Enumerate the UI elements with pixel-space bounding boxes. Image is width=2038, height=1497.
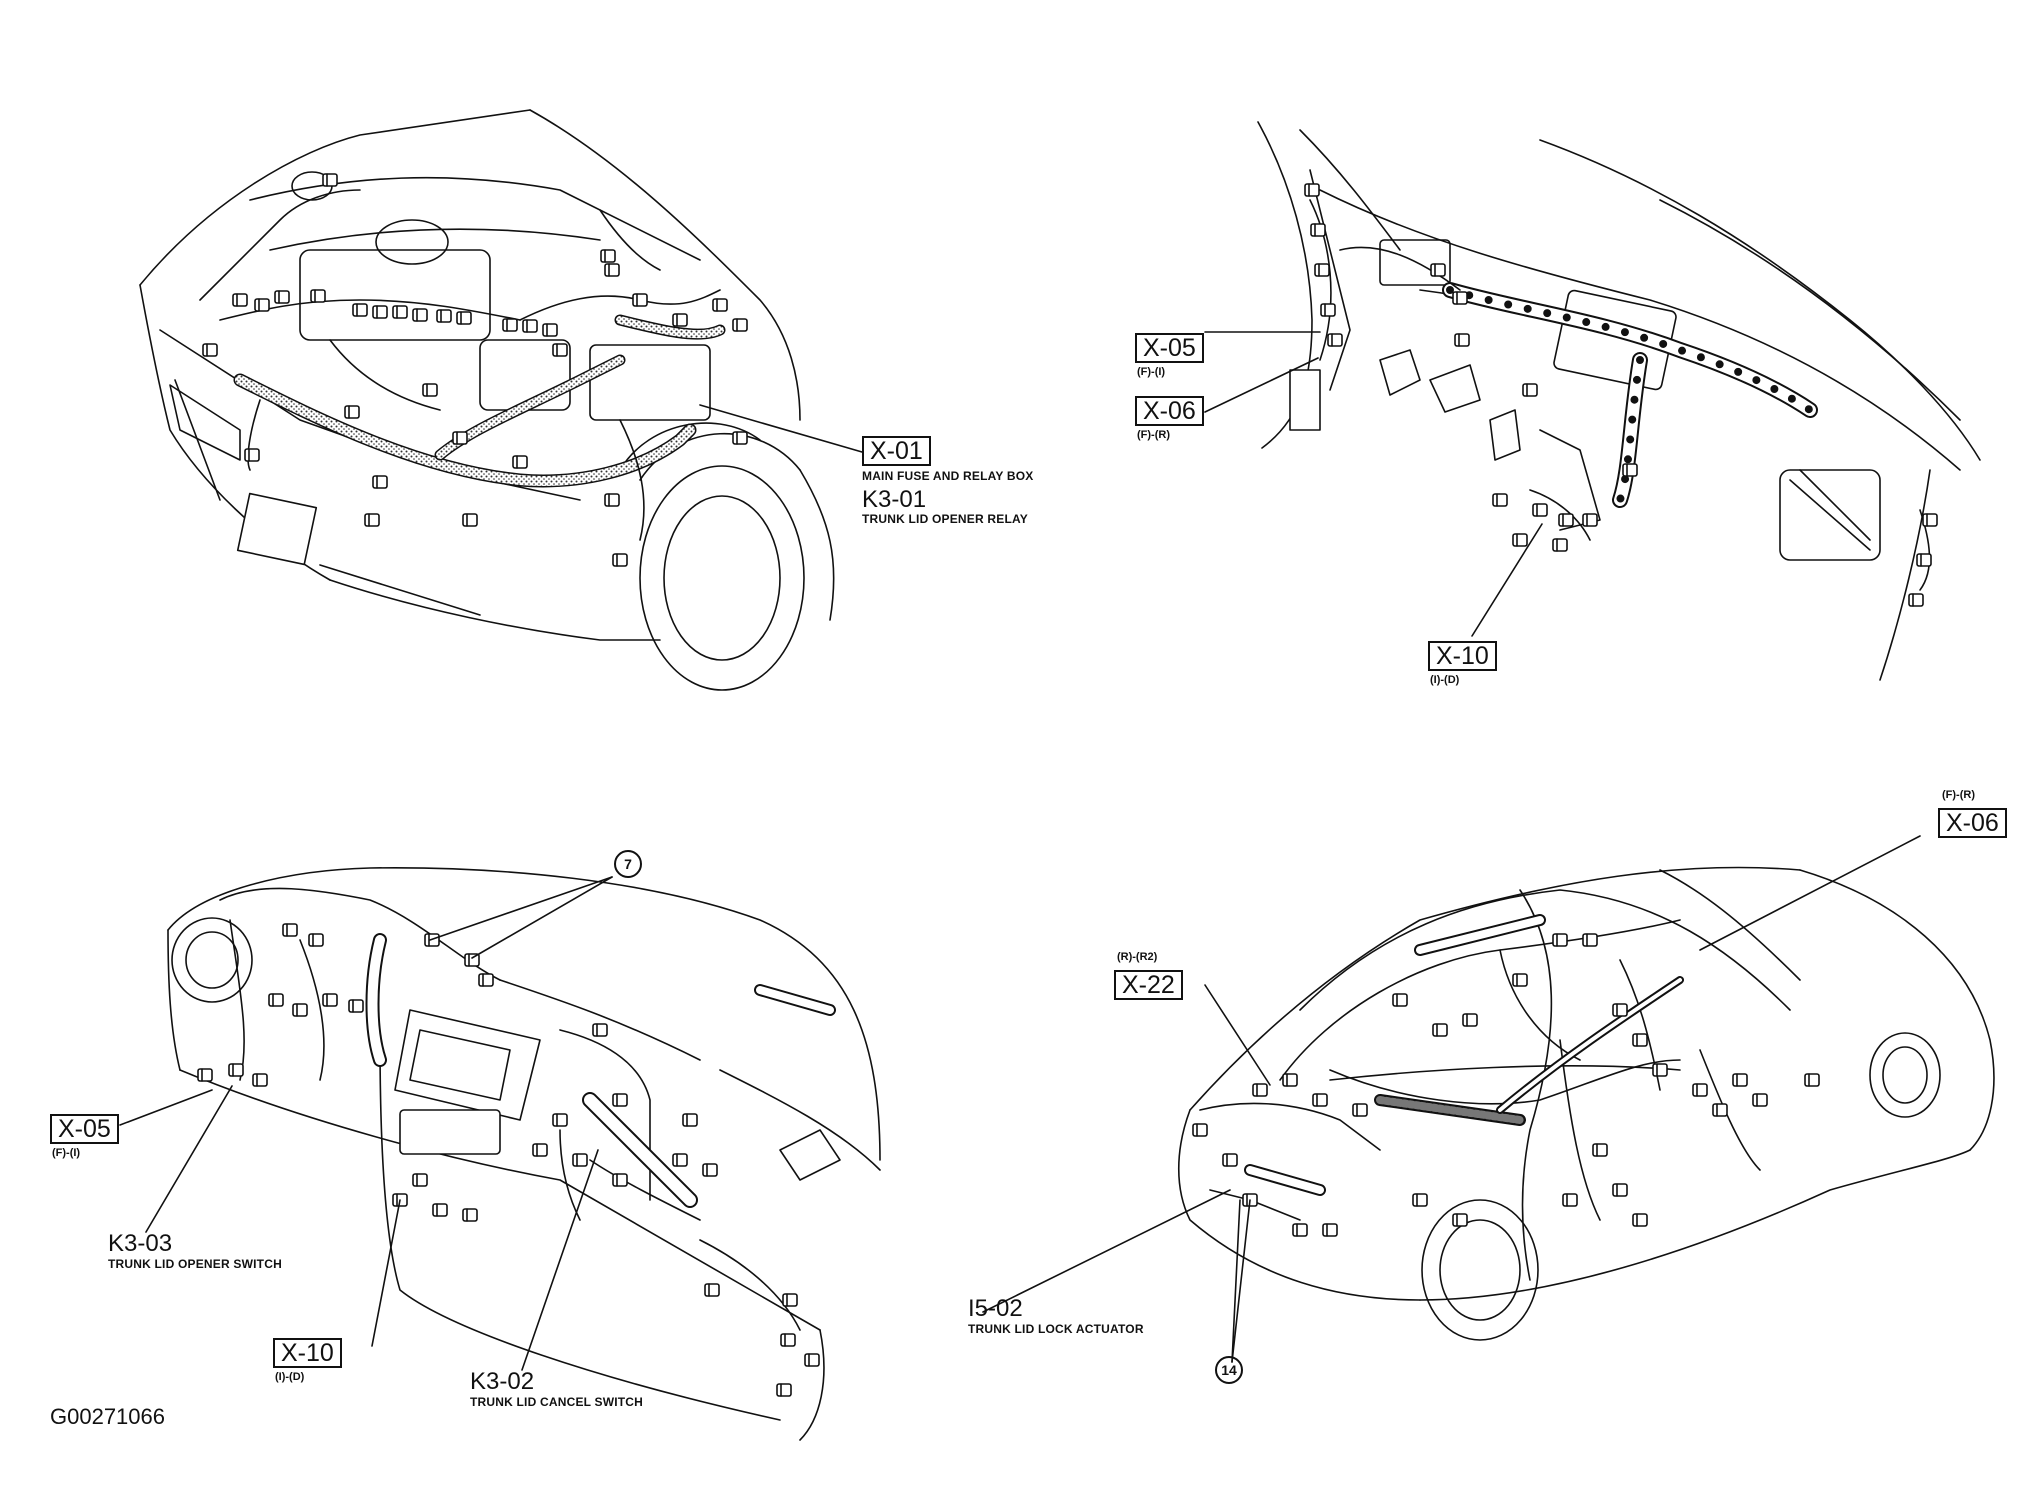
x01-caption: MAIN FUSE AND RELAY BOX — [862, 469, 1034, 483]
k303-caption: TRUNK LID OPENER SWITCH — [108, 1257, 282, 1271]
x05-callout-top: X-05 — [1135, 333, 1204, 363]
engine-bay-drawing — [140, 110, 862, 690]
rear-car-drawing — [983, 836, 1994, 1362]
i502-code: I5-02 — [968, 1295, 1023, 1322]
x06-callout-rear: X-06 — [1938, 808, 2007, 838]
x22-location: (R)-(R2) — [1117, 951, 1158, 963]
x05-location-dash: (F)-(I) — [52, 1147, 81, 1159]
reference-circle-14: 14 — [1215, 1356, 1243, 1384]
x10-callout-dash: X-10 — [273, 1338, 342, 1368]
dashboard-drawing — [120, 868, 880, 1440]
x06-callout-top: X-06 — [1135, 396, 1204, 426]
x01-callout: X-01 — [862, 436, 931, 466]
x10-location-dash: (I)-(D) — [275, 1371, 305, 1383]
k302-caption: TRUNK LID CANCEL SWITCH — [470, 1395, 644, 1409]
i502-caption: TRUNK LID LOCK ACTUATOR — [968, 1322, 1144, 1336]
x22-callout: X-22 — [1114, 970, 1183, 1000]
x10-location-top: (I)-(D) — [1430, 674, 1460, 686]
reference-circle-7: 7 — [614, 850, 642, 878]
x05-location-top: (F)-(I) — [1137, 366, 1166, 378]
figure-id: G00271066 — [50, 1404, 165, 1429]
k303-code: K3-03 — [108, 1230, 173, 1257]
x06-location-rear: (F)-(R) — [1942, 789, 1975, 801]
left-cabin-drawing — [1205, 122, 1980, 680]
k301-caption: TRUNK LID OPENER RELAY — [862, 512, 1028, 526]
k302-code: K3-02 — [470, 1368, 535, 1395]
x10-callout-top: X-10 — [1428, 641, 1497, 671]
k301-code: K3-01 — [862, 486, 927, 513]
x06-location-top: (F)-(R) — [1137, 429, 1170, 441]
x05-callout-dash: X-05 — [50, 1114, 119, 1144]
